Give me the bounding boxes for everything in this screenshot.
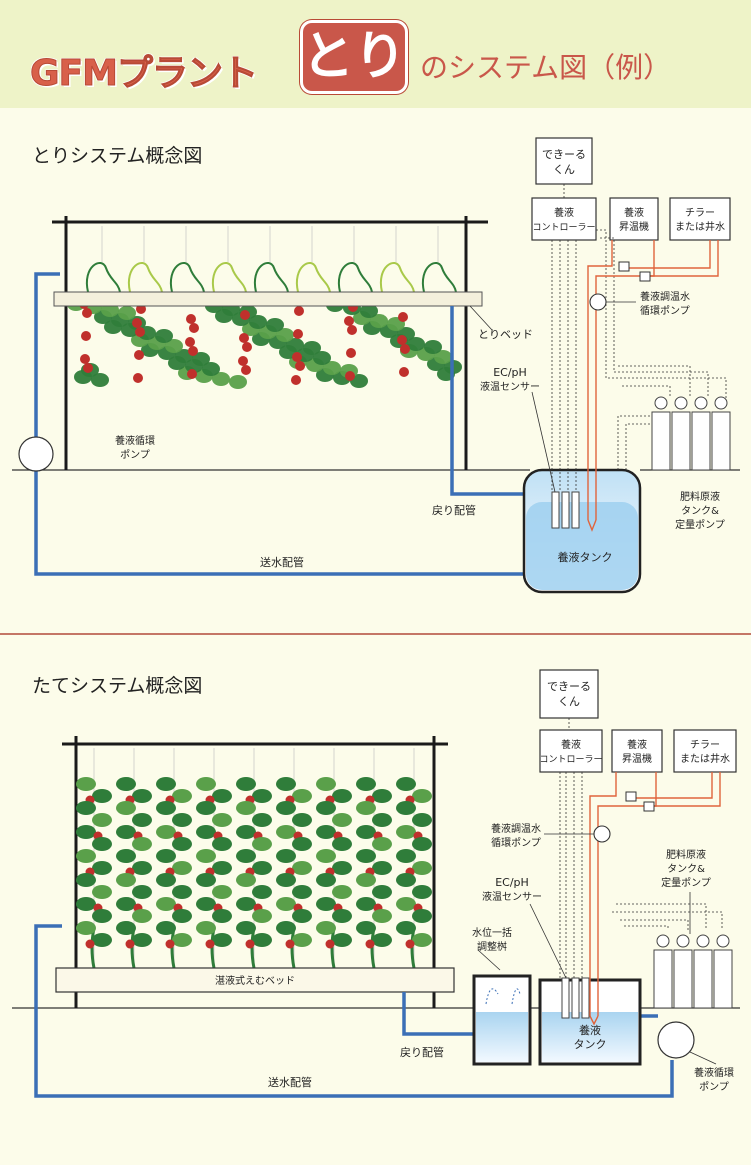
temp-pump-icon <box>589 293 607 311</box>
sensor2-label-1: EC/pH <box>495 876 529 889</box>
temp-pump2-label-2: 循環ポンプ <box>491 836 541 849</box>
chiller2-2: または井水 <box>680 752 730 765</box>
chiller2-1: チラー <box>690 739 720 751</box>
return-pipe-label: 戻り配管 <box>432 503 476 517</box>
circ-pump-label-2: ポンプ <box>120 449 150 461</box>
chiller-2: または井水 <box>675 220 725 233</box>
bed-label-2: 湛液式えむベッド <box>215 974 295 987</box>
chiller-1: チラー <box>685 207 715 219</box>
strawberry-plants-vertical <box>76 748 432 969</box>
sensor2-label-2: 液温センサー <box>482 890 542 903</box>
controller2-top-1: できーる <box>547 680 591 693</box>
fert-label-1: 肥料原液 <box>680 490 720 503</box>
signal-lines-2 <box>559 718 723 978</box>
controller2-top-2: くん <box>558 695 580 708</box>
strawberry-plants <box>67 226 462 389</box>
em-bed <box>55 967 455 993</box>
fert2-label-3: 定量ポンプ <box>661 876 711 889</box>
controller-boxes <box>531 137 731 241</box>
fertilizer-tanks-2 <box>653 934 733 1009</box>
level-tank-label-1: 水位一括 <box>472 926 512 939</box>
heater2-1: 養液 <box>627 738 647 751</box>
circ-pump2-label-1: 養液循環 <box>694 1066 734 1079</box>
circulation-pump-icon <box>18 436 54 472</box>
nutrient-controller2-1: 養液 <box>561 738 581 751</box>
page-subtitle: のシステム図（例） <box>420 51 672 84</box>
controller-top-2: くん <box>553 163 575 176</box>
sensor-label-2: 液温センサー <box>480 380 540 393</box>
nutrient-controller-1: 養液 <box>554 206 574 219</box>
controller-top-1: できーる <box>542 148 586 161</box>
circ-pump2-label-2: ポンプ <box>699 1081 729 1093</box>
temp-pump-label-1: 養液調温水 <box>640 290 690 303</box>
return-pipe2-label: 戻り配管 <box>400 1045 444 1059</box>
temp-pump2-label-1: 養液調温水 <box>491 822 541 835</box>
supply-pipe2-label: 送水配管 <box>268 1075 312 1089</box>
tori-bed <box>53 291 483 307</box>
signal-lines <box>551 184 727 492</box>
tank2-label-1: 養液 <box>579 1023 601 1037</box>
level-tank-label-2: 調整桝 <box>477 940 507 953</box>
ec-ph-sensor-2 <box>561 977 590 1019</box>
fert-label-2: タンク& <box>681 505 719 517</box>
circ-pump-label-1: 養液循環 <box>115 434 155 447</box>
section1-title: とりシステム概念図 <box>32 144 202 167</box>
nutrient-controller2-2: コントローラー <box>539 754 602 765</box>
tank2-label-2: タンク <box>574 1038 607 1051</box>
temp-pump-label-2: 循環ポンプ <box>640 304 690 317</box>
tori-logo: とり <box>300 20 408 94</box>
fertilizer-tanks <box>651 396 731 471</box>
header-banner: GFMプラント とり のシステム図（例） <box>0 0 751 108</box>
pipe-network <box>34 272 555 576</box>
heat-water-loop-2 <box>589 772 721 1026</box>
heater2-2: 昇温機 <box>622 752 652 765</box>
controller-boxes-2 <box>539 669 737 773</box>
heater-2: 昇温機 <box>619 220 649 233</box>
tank-label: 養液タンク <box>558 550 613 564</box>
sensor-label-1: EC/pH <box>493 366 527 379</box>
fert2-label-2: タンク& <box>667 863 705 875</box>
heat-water-loop <box>587 240 719 532</box>
greenhouse-frame-2 <box>62 736 448 1008</box>
ec-ph-sensor <box>551 491 580 529</box>
heater-1: 養液 <box>624 206 644 219</box>
circulation-pump-icon-2 <box>657 1021 695 1059</box>
supply-pipe-label: 送水配管 <box>260 555 304 569</box>
greenhouse-frame <box>52 216 488 470</box>
brand-name: GFMプラント <box>30 53 259 95</box>
section2-title: たてシステム概念図 <box>32 674 202 697</box>
temp-pump-icon-2 <box>593 825 611 843</box>
fert-label-3: 定量ポンプ <box>675 518 725 531</box>
nutrient-controller-2: コントローラー <box>532 222 595 233</box>
fert2-label-1: 肥料原液 <box>666 848 706 861</box>
bed-label: とりベッド <box>478 328 533 341</box>
